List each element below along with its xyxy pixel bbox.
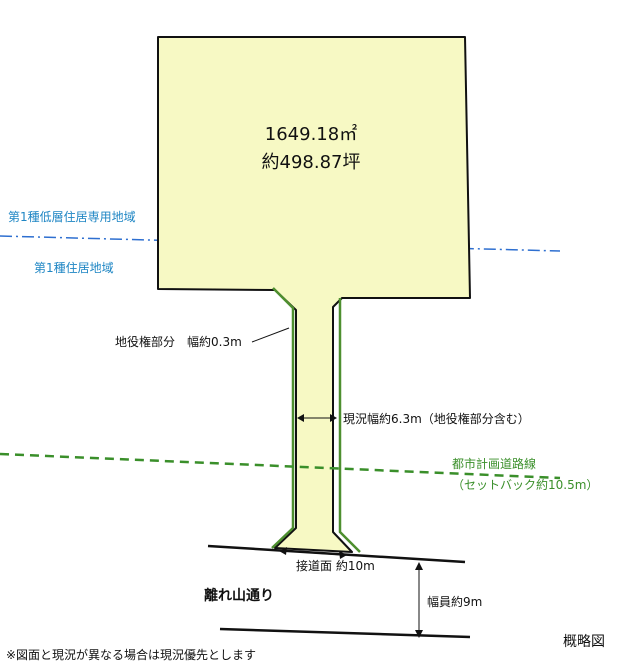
disclaimer-text: ※図面と現況が異なる場合は現況優先とします <box>6 647 256 662</box>
plot-outline <box>157 36 471 553</box>
plot-area-sqm: 1649.18㎡ <box>265 123 357 145</box>
frontage-label: 接道面 約10m <box>296 558 375 573</box>
planned-road-label: 都市計画道路線 <box>452 456 536 471</box>
zone-label-lower: 第1種住居地域 <box>34 261 114 275</box>
easement-strip-right <box>338 298 361 553</box>
plot-area-tsubo: 約498.87坪 <box>262 152 361 173</box>
easement-strip-left <box>271 287 295 549</box>
road-width-arrow <box>415 562 423 638</box>
planned-road-line <box>0 452 561 480</box>
road-edge-top <box>207 544 466 564</box>
road-edge-bottom <box>219 627 471 639</box>
diagram-label: 概略図 <box>563 634 605 650</box>
current-width-label: 現況幅約6.3m（地役権部分含む） <box>343 411 530 426</box>
road-name: 離れ山通り <box>204 587 274 604</box>
easement-label: 地役権部分 幅約0.3m <box>115 334 242 349</box>
zone-label-upper: 第1種低層住居専用地域 <box>8 210 136 224</box>
road-width-label: 幅員約9m <box>427 594 482 609</box>
planned-road-setback: （セットバック約10.5m） <box>452 477 598 492</box>
current-width-arrow <box>297 414 337 422</box>
easement-leader-line <box>251 327 290 343</box>
